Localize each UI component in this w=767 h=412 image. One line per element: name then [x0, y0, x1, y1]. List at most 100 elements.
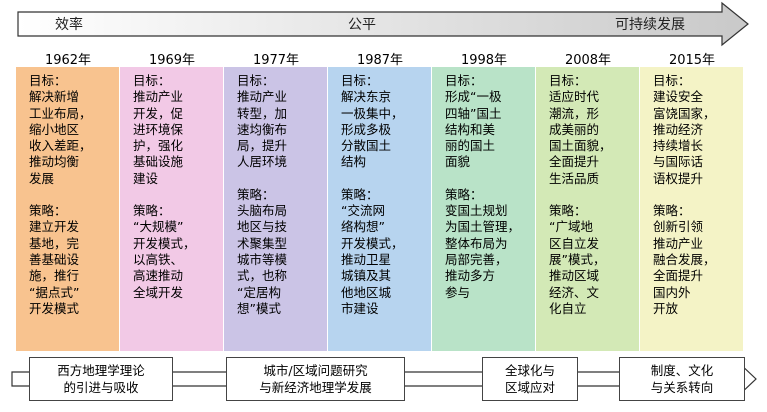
bottom-stage-line: 西方地理学理论 [57, 363, 145, 378]
goal-line: 一极集中， [341, 105, 404, 121]
strategy-line: “据点式” [29, 284, 80, 300]
goal-line: 国土面貌， [549, 138, 612, 154]
strategy-line: 展”模式， [549, 251, 606, 267]
plan-column: 目标：解决东京一极集中，形成多极分散国土结构策略：“交流网络构想”开发模式，推动… [328, 67, 431, 351]
goal-line: 进环境保 [133, 121, 184, 137]
strategy-line: 推动区域 [549, 268, 600, 284]
strategy-heading: 策略： [237, 186, 275, 202]
section-gap [133, 187, 217, 203]
strategy-line: 全域开发 [133, 284, 184, 300]
strategy-line: 基地，完 [29, 235, 80, 251]
goal-line: 发展 [29, 170, 55, 186]
section-gap [653, 187, 737, 203]
section-gap [29, 187, 113, 203]
goal-line: 基础设施 [133, 154, 184, 170]
plan-column: 目标：形成“一极四轴”国土结构和美丽的国土面貌策略：变国土规划为国土管理，整体布… [432, 67, 535, 351]
plan-column: 目标：推动产业开发，促进环境保护，强化基础设施建设策略：“大规模”开发模式，以高… [120, 67, 223, 351]
strategy-line: 城镇及其 [341, 268, 392, 284]
top-timeline-arrow [17, 1, 749, 47]
strategy-line: 他地区城 [341, 284, 392, 300]
strategy-line: 为国土管理， [445, 219, 521, 235]
strategy-line: 术聚集型 [237, 235, 288, 251]
goal-heading: 目标： [237, 73, 275, 88]
strategy-line: 整体布局为 [445, 235, 508, 251]
goal-line: 分散国土 [341, 138, 392, 154]
strategy-line: 国内外 [653, 284, 691, 300]
strategy-heading: 策略： [653, 203, 691, 219]
section-gap [237, 171, 321, 187]
goal-line: 形成“一极 [445, 89, 502, 105]
goal-line: 推动均衡 [29, 154, 80, 170]
strategy-line: 地区与技 [237, 219, 288, 235]
strategy-heading: 策略： [341, 186, 379, 202]
plan-column: 目标：解决新增工业布局，缩小地区收入差距，推动均衡发展策略：建立开发基地，完善基… [16, 67, 119, 351]
section-gap [341, 171, 425, 187]
bottom-stage-line: 制度、文化 [650, 363, 714, 378]
strategy-heading: 策略： [133, 203, 171, 219]
strategy-line: 区自立发 [549, 235, 600, 251]
bottom-stage-line: 与关系转向 [650, 380, 714, 395]
strategy-line: 局部完善， [445, 251, 508, 267]
plan-column: 目标：推动产业转型，加速均衡布局，提升人居环境策略：头脑布局地区与技术聚集型城市… [224, 67, 327, 351]
goal-line: 潮流，形 [549, 105, 600, 121]
goal-line: 转型，加 [237, 105, 288, 121]
phase-sustainable-development: 可持续发展 [615, 17, 685, 33]
strategy-line: 开发模式 [29, 300, 80, 316]
strategy-line: 化自立 [549, 300, 587, 316]
bottom-stage-line: 与新经济地理学发展 [259, 380, 372, 395]
strategy-line: 全面提升 [653, 268, 704, 284]
goal-line: 语权提升 [653, 170, 704, 186]
goal-line: 解决东京 [341, 89, 392, 105]
goal-line: 开发，促 [133, 105, 184, 121]
goal-line: 生活品质 [549, 170, 600, 186]
strategy-line: 城市等模 [237, 251, 288, 267]
goal-heading: 目标： [341, 73, 379, 88]
goal-line: 全面提升 [549, 154, 600, 170]
goal-line: 成美丽的 [549, 121, 600, 137]
year-label: 2008年 [564, 53, 612, 68]
strategy-line: 建立开发 [29, 219, 80, 235]
strategy-line: 善基础设 [29, 251, 80, 267]
strategy-line: “广域地 [549, 219, 593, 235]
goal-line: 推动产业 [237, 89, 288, 105]
year-label: 2015年 [668, 53, 716, 68]
strategy-line: 络构想” [341, 219, 385, 235]
year-label: 1998年 [460, 53, 508, 68]
strategy-line: 开发模式， [133, 235, 196, 251]
plan-column: 目标：适应时代潮流，形成美丽的国土面貌，全面提升生活品质策略：“广域地区自立发展… [536, 67, 639, 351]
strategy-line: 开发模式， [341, 235, 404, 251]
strategy-line: 以高铁、 [133, 251, 184, 267]
bottom-stage-box: 城市/区域问题研究 与新经济地理学发展 [226, 357, 405, 401]
goal-line: 形成多极 [341, 121, 392, 137]
goal-heading: 目标： [653, 73, 691, 88]
goal-heading: 目标： [133, 73, 171, 88]
bottom-stage-box: 全球化与 区域应对 [482, 357, 578, 401]
bottom-stage-line: 全球化与 [504, 363, 555, 378]
strategy-line: 高速推动 [133, 268, 184, 284]
strategy-heading: 策略： [549, 203, 587, 219]
strategy-line: 头脑布局 [237, 203, 288, 219]
section-gap [445, 171, 529, 187]
goal-line: 适应时代 [549, 89, 600, 105]
year-label: 1987年 [356, 53, 404, 68]
bottom-stage-line: 区域应对 [504, 380, 555, 395]
strategy-line: 变国土规划 [445, 203, 508, 219]
goal-line: 推动产业 [133, 89, 184, 105]
goal-line: 速均衡布 [237, 121, 288, 137]
goal-line: 推动经济 [653, 121, 704, 137]
goal-line: 局，提升 [237, 138, 288, 154]
strategy-line: “定居构 [237, 284, 281, 300]
strategy-line: 市建设 [341, 300, 379, 316]
goal-line: 建设 [133, 170, 159, 186]
goal-line: 人居环境 [237, 154, 288, 170]
goal-line: 持续增长 [653, 138, 704, 154]
goal-line: 丽的国土 [445, 138, 496, 154]
goal-line: 富饶国家， [653, 105, 716, 121]
strategy-line: 经济、文 [549, 284, 600, 300]
strategy-line: “交流网 [341, 203, 385, 219]
strategy-line: 创新引领 [653, 219, 704, 235]
year-label: 1962年 [44, 53, 92, 68]
goal-line: 面貌 [445, 154, 471, 170]
strategy-line: 式，也称 [237, 268, 288, 284]
strategy-line: 融合发展， [653, 251, 716, 267]
